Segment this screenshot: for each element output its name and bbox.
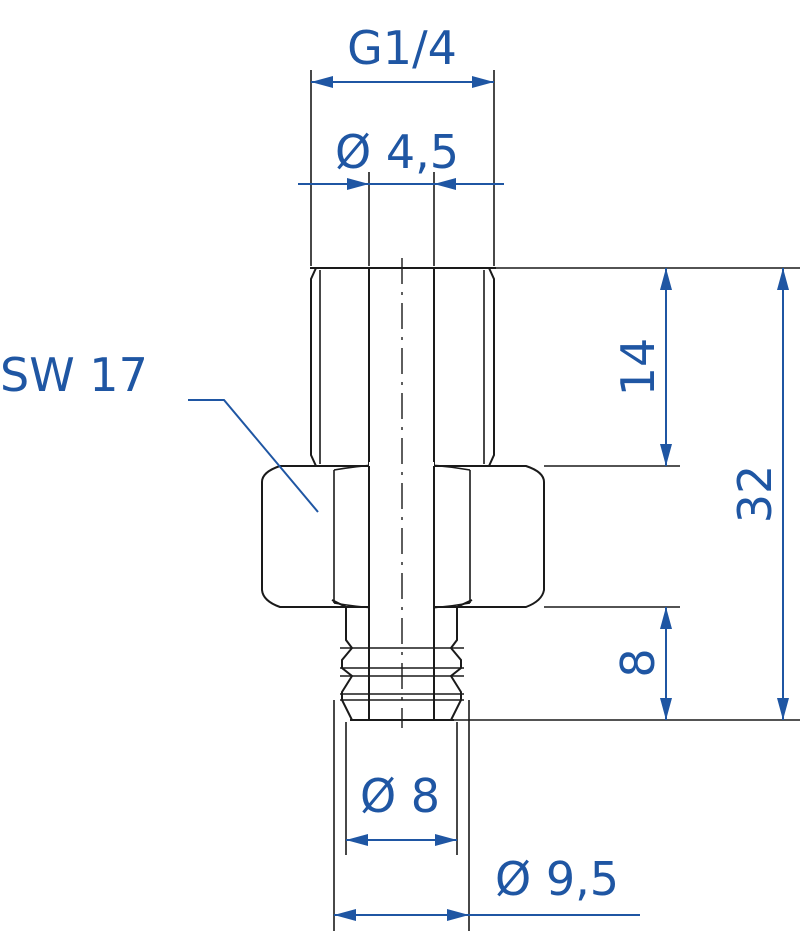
- thread-label: G1/4: [347, 21, 457, 75]
- spigot-diameter-label: Ø 8: [360, 769, 440, 823]
- spigot-wall-right: [433, 606, 462, 721]
- wrench-size-label: SW 17: [0, 348, 148, 402]
- spigot-wall-left: [341, 606, 370, 721]
- upper-wall-right: [433, 267, 495, 467]
- barb-diameter-label: Ø 9,5: [495, 852, 619, 906]
- upper-length-label: 14: [611, 338, 665, 397]
- fitting-section: [261, 258, 545, 728]
- lower-length-label: 8: [611, 648, 665, 677]
- dimension-labels: G1/4 Ø 4,5 SW 17 14 32 8 Ø 8 Ø 9,5: [0, 21, 782, 906]
- hex-nut: [261, 465, 545, 608]
- bore-diameter-label: Ø 4,5: [335, 125, 459, 179]
- dimension-lines: [188, 76, 789, 921]
- total-length-label: 32: [728, 465, 782, 524]
- extension-lines: [310, 70, 800, 931]
